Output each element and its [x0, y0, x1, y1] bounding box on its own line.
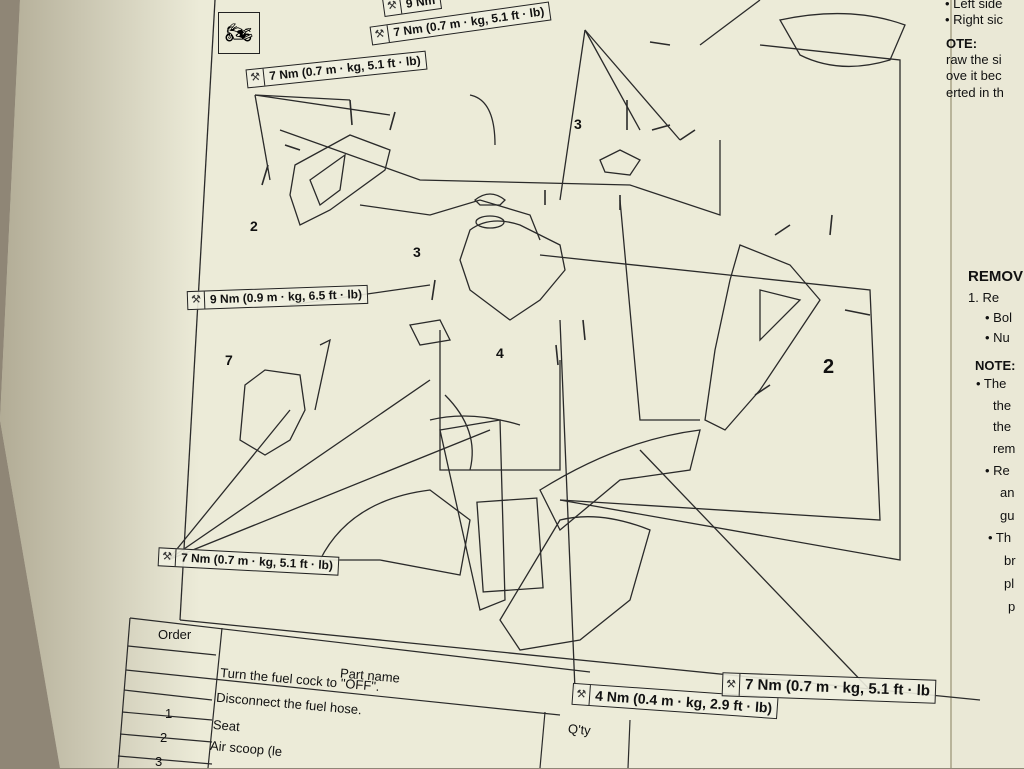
right-page-note: NOTE:	[975, 358, 1016, 373]
right-page-line-5: ove it bec	[946, 68, 1002, 83]
right-page-line-9: • Bol	[985, 310, 1012, 325]
right-page-line-15: rem	[993, 441, 1016, 456]
table-header-qty: Q'ty	[567, 721, 592, 738]
table-row-4-number: 3	[155, 754, 163, 769]
callout-7-number-plate: 7	[225, 352, 233, 368]
right-page-line-6: erted in th	[946, 85, 1004, 100]
right-page-line-10: • Nu	[985, 330, 1010, 345]
right-page-line-22: p	[1008, 599, 1016, 614]
right-page-line-8: 1. Re	[968, 290, 1000, 305]
right-page-line-17: an	[1000, 485, 1015, 500]
right-page-line-20: br	[1004, 553, 1016, 568]
right-page-line-16: • Re	[985, 463, 1010, 478]
right-page-line-4: raw the si	[946, 52, 1002, 67]
table-row-3-number: 2	[160, 730, 168, 745]
right-page-line-12: • The	[976, 376, 1007, 391]
right-page-line-2: • Right sic	[945, 12, 1004, 27]
callout-3-middle: 3	[413, 244, 421, 260]
right-page-heading: REMOV	[968, 268, 1024, 285]
motorcycle-icon: 🏍	[218, 12, 260, 54]
callout-3-upper: 3	[574, 116, 582, 132]
callout-4-fuel-tank: 4	[496, 345, 504, 361]
right-page-line-3: OTE:	[946, 36, 978, 51]
right-page-line-1: • Left side	[945, 0, 1003, 11]
callout-2-left: 2	[250, 218, 258, 234]
callout-2-right: 2	[823, 356, 835, 378]
right-page	[950, 0, 1024, 768]
right-page-line-21: pl	[1004, 576, 1015, 591]
table-row-2-number: 1	[165, 706, 173, 721]
right-page-line-19: • Th	[988, 530, 1012, 545]
right-page-line-13: the	[993, 398, 1012, 413]
table-header-order: Order	[158, 627, 192, 642]
right-page-line-18: gu	[1000, 508, 1015, 523]
table-row-2: Seat	[212, 716, 241, 735]
right-page-line-14: the	[993, 419, 1012, 434]
